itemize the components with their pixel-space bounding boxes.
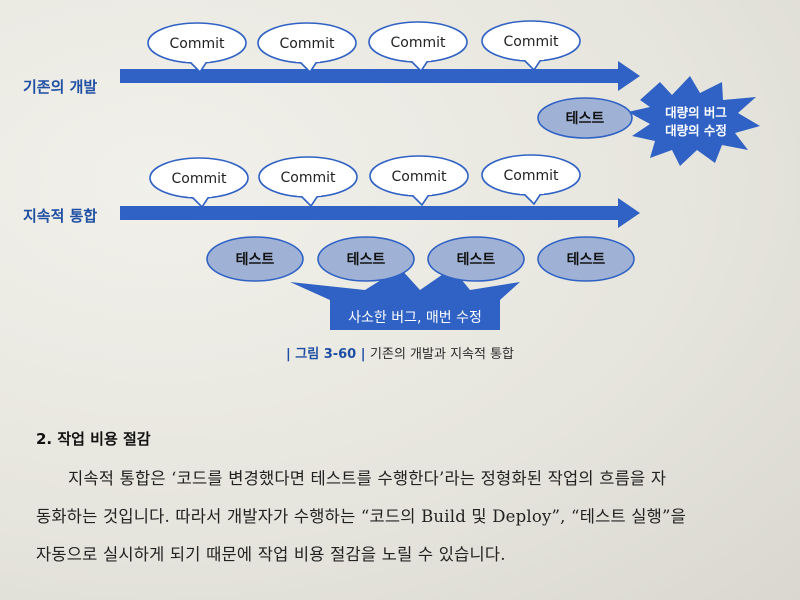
test-ellipse: 테스트 [537,236,635,282]
body-paragraph: 지속적 통합은 ‘코드를 변경했다면 테스트를 수행한다’라는 정형화된 작업의… [36,460,781,574]
test-ellipse: 테스트 [206,236,304,282]
bug-burst: 대량의 버그 대량의 수정 [628,76,760,166]
commit-text: Commit [281,170,337,186]
section-title: 2. 작업 비용 절감 [36,430,151,448]
commit-text: Commit [280,36,336,52]
test-text: 테스트 [566,111,605,127]
test-ellipse: 테스트 [317,236,415,282]
commit-bubble: Commit [149,157,249,209]
commit-text: Commit [391,35,447,51]
paragraph-line: 자동으로 실시하게 되기 때문에 작업 비용 절감을 노릴 수 있습니다. [36,545,506,564]
commit-bubble: Commit [368,21,468,73]
commit-bubble: Commit [257,22,357,74]
paragraph-line: 지속적 통합은 ‘코드를 변경했다면 테스트를 수행한다’라는 정형화된 작업의… [68,469,667,488]
commit-text: Commit [170,36,226,52]
test-text: 테스트 [457,252,496,268]
commit-bubble: Commit [481,20,581,72]
commit-bubble: Commit [147,22,247,74]
commit-bubble: Commit [369,155,469,207]
commit-text: Commit [392,169,448,185]
burst-text-line2: 대량의 수정 [665,123,727,138]
traditional-arrow [120,61,640,91]
caption-text: 기존의 개발과 지속적 통합 [370,347,515,362]
figure-caption: | 그림 3-60 | 기존의 개발과 지속적 통합 [0,343,800,362]
caption-separator: | [285,347,296,362]
caption-separator: | [356,347,371,362]
callout-text: 사소한 버그, 매번 수정 [348,310,482,326]
commit-bubble: Commit [481,154,581,206]
test-text: 테스트 [567,252,606,268]
small-bug-callout: 사소한 버그, 매번 수정 [290,268,520,330]
test-ellipse: 테스트 [427,236,525,282]
ci-label: 지속적 통합 [23,207,98,225]
burst-text-line1: 대량의 버그 [665,105,727,120]
paragraph-line: 동화하는 것입니다. 따라서 개발자가 수행하는 “코드의 Build 및 De… [36,507,687,526]
caption-figure-number: 그림 3-60 [295,347,357,362]
commit-bubble: Commit [258,156,358,208]
ci-arrow [120,198,640,228]
test-ellipse: 테스트 [537,97,633,139]
test-text: 테스트 [236,252,275,268]
commit-text: Commit [172,171,228,187]
commit-text: Commit [504,168,560,184]
test-text: 테스트 [347,252,386,268]
commit-text: Commit [504,34,560,50]
traditional-dev-label: 기존의 개발 [23,78,98,96]
integration-diagram: Commit Commit Commit Commit 대량의 버그 대량의 수… [120,20,760,330]
